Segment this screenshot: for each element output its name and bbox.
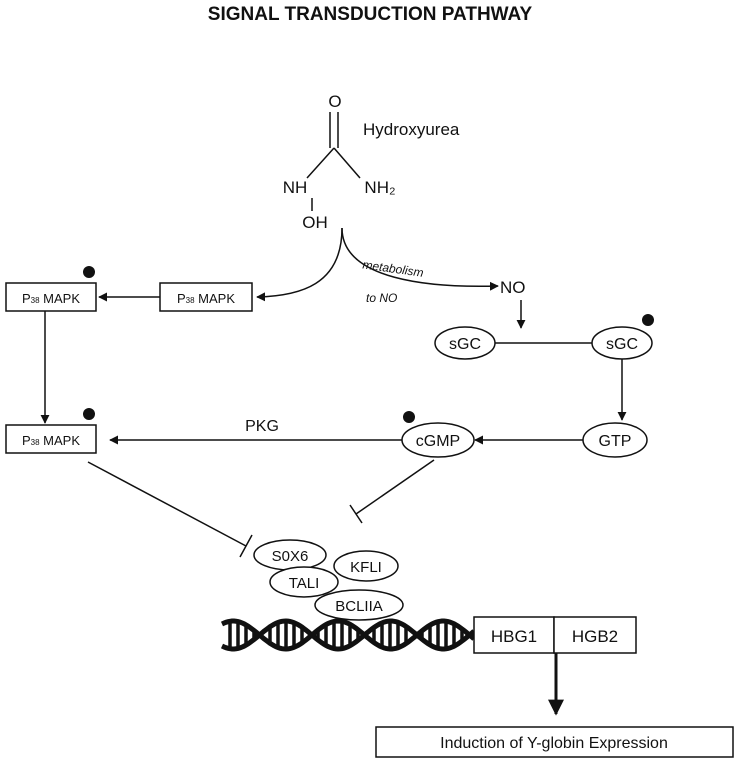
dna-helix: [220, 618, 476, 652]
atom-o: O: [328, 92, 341, 111]
svg-text:HBG1: HBG1: [491, 627, 537, 646]
edge-hu-to-mapk: [256, 227, 343, 302]
p38-subscript: 38: [31, 438, 40, 447]
dna-strand: [220, 618, 476, 652]
atom-nh2: NH₂: [364, 178, 395, 197]
p38-prefix: P: [177, 291, 186, 306]
svg-text:P38 MAPK: P38 MAPK: [22, 433, 80, 448]
result-label: Induction of Y-globin Expression: [440, 735, 668, 752]
svg-text:sGC: sGC: [606, 336, 638, 353]
bond-c-n-right: [333, 147, 361, 179]
factor-tali: TALI: [269, 566, 339, 598]
atom-nh: NH: [283, 178, 308, 197]
p38-label: MAPK: [40, 433, 81, 448]
pkg-label: PKG: [245, 418, 279, 435]
svg-text:KFLI: KFLI: [350, 559, 382, 576]
svg-text:P38 MAPK: P38 MAPK: [22, 291, 80, 306]
node-p38-mapk-phosphorylated-top: P38 MAPK: [5, 266, 97, 312]
p38-prefix: P: [22, 291, 31, 306]
svg-text:HGB2: HGB2: [572, 627, 618, 646]
svg-text:S0X6: S0X6: [272, 548, 309, 565]
inhibit-cgmp-bar: [349, 504, 363, 524]
node-p38-mapk-phosphorylated-bottom: P38 MAPK: [5, 408, 97, 454]
to-no-label: to NO: [366, 291, 397, 305]
edge-metabolism-to-no: [341, 227, 499, 291]
svg-text:cGMP: cGMP: [416, 433, 460, 450]
svg-text:sGC: sGC: [449, 336, 481, 353]
phosphate-dot: [403, 411, 415, 423]
node-no: NO: [500, 278, 526, 297]
node-sgc-left: sGC: [434, 326, 496, 360]
p38-label: MAPK: [195, 291, 236, 306]
svg-text:GTP: GTP: [599, 433, 632, 450]
p38-subscript: 38: [186, 296, 195, 305]
gene-hgb2: HGB2: [553, 616, 637, 654]
dna-strand: [220, 618, 476, 652]
gene-hbg1: HBG1: [473, 616, 555, 654]
hydroxyurea-structure: O NH NH₂ OH Hydroxyurea: [283, 92, 460, 232]
result-box: Induction of Y-globin Expression: [375, 726, 734, 758]
p38-label: MAPK: [40, 291, 81, 306]
bond-c-n-left: [306, 147, 335, 179]
svg-text:TALI: TALI: [289, 575, 320, 592]
phosphate-dot: [83, 266, 95, 278]
node-sgc-right: sGC: [591, 314, 654, 360]
factor-s0x6: S0X6: [253, 539, 327, 571]
phosphate-dot: [83, 408, 95, 420]
factor-bcliia: BCLIIA: [314, 589, 404, 621]
inhibit-cgmp-to-factors: [355, 459, 435, 515]
p38-subscript: 38: [31, 296, 40, 305]
node-gtp: GTP: [582, 422, 648, 458]
p38-prefix: P: [22, 433, 31, 448]
factor-kfli: KFLI: [333, 550, 399, 582]
phosphate-dot: [642, 314, 654, 326]
node-p38-mapk-middle: P38 MAPK: [159, 282, 253, 312]
svg-text:P38 MAPK: P38 MAPK: [177, 291, 235, 306]
inhibit-mapk-bar: [239, 534, 253, 558]
hydroxyurea-label: Hydroxyurea: [363, 120, 460, 139]
diagram-title: SIGNAL TRANSDUCTION PATHWAY: [208, 4, 533, 25]
svg-text:BCLIIA: BCLIIA: [335, 598, 383, 615]
node-cgmp: cGMP: [401, 411, 475, 458]
atom-oh: OH: [302, 213, 328, 232]
inhibit-mapk-to-factors: [87, 461, 247, 547]
